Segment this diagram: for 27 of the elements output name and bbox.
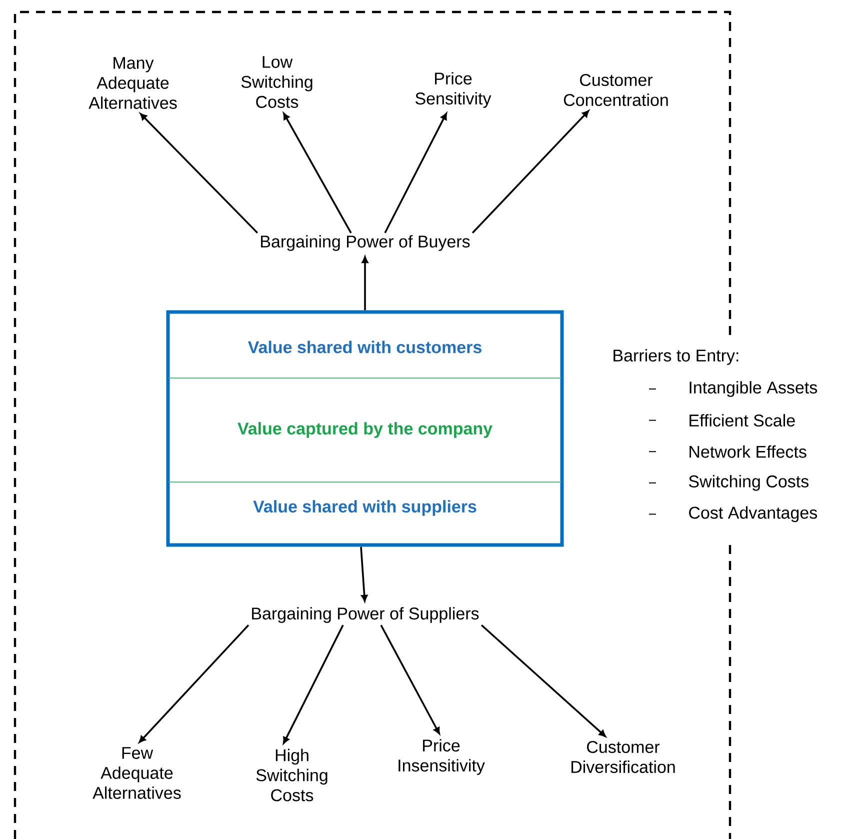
factor-label: Low Switching Costs (241, 56, 312, 108)
force-label: Bargaining Power of Buyers (261, 235, 470, 251)
arrow (283, 112, 352, 234)
factor-label: Few Adequate Alternatives (92, 747, 181, 799)
arrow (360, 546, 368, 602)
list-item: Intangible Assets (690, 381, 818, 397)
factor-label: Customer Concentration (564, 74, 668, 106)
arrow (138, 624, 250, 743)
arrow (362, 256, 368, 310)
list-item: Cost Advantages (689, 506, 818, 522)
list-heading: Barriers to Entry: (614, 349, 738, 365)
arrow (480, 624, 606, 737)
factor-label: High Switching Costs (256, 748, 328, 802)
arrow (380, 624, 440, 734)
factor-label: Price Insensitivity (398, 739, 485, 775)
arrow (472, 110, 590, 234)
factor-label: Customer Diversification (572, 741, 675, 774)
list-item: Network Effects (690, 445, 806, 458)
list-item: Switching Costs (688, 475, 808, 491)
force-label: Bargaining Power of Suppliers (252, 607, 479, 623)
arrow (140, 113, 258, 234)
list-item: Efficient Scale (690, 414, 795, 427)
factor-label: Price Sensitivity (416, 72, 492, 108)
value-box: Value shared with customers Value captured by the company Value shared with suppliers (166, 310, 564, 547)
factor-label: Many Adequate Alternatives (88, 57, 177, 109)
arrow (384, 112, 447, 234)
arrow (282, 624, 344, 744)
